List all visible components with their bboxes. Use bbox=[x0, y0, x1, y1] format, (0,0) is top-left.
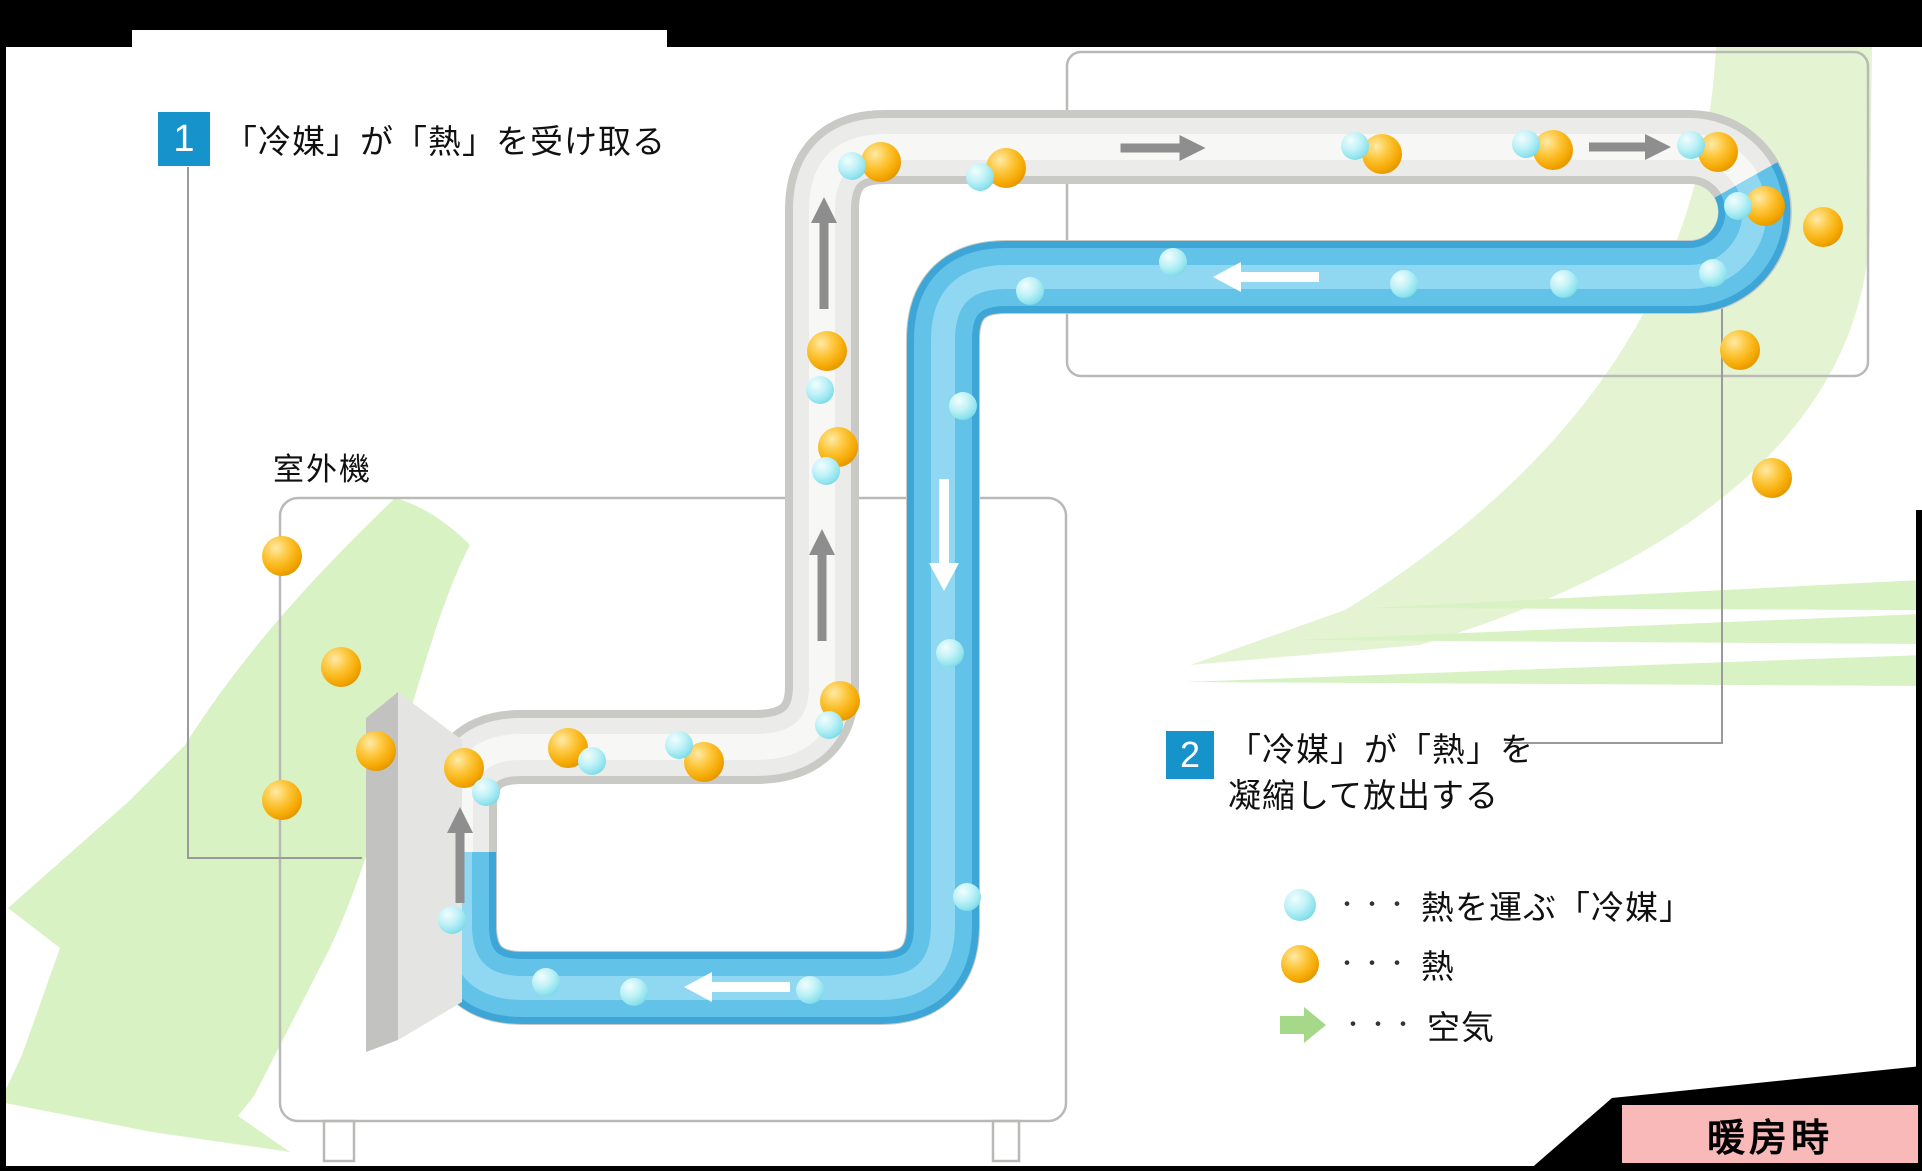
refrigerant-ball bbox=[812, 457, 840, 485]
heat-ball bbox=[262, 780, 302, 820]
heat-ball bbox=[861, 142, 901, 182]
step2-text: 「冷媒」が「熱」を 凝縮して放出する bbox=[1228, 727, 1534, 818]
step1-callout: 1 「冷媒」が「熱」を受け取る bbox=[158, 112, 666, 166]
refrigerant-ball bbox=[953, 883, 981, 911]
step2-number-badge: 2 bbox=[1166, 731, 1214, 779]
legend-dots: ・・・ bbox=[1342, 1012, 1418, 1037]
heat-ball-icon bbox=[1281, 945, 1319, 983]
heat-ball bbox=[1720, 330, 1760, 370]
step1-text: 「冷媒」が「熱」を受け取る bbox=[224, 123, 666, 160]
pipe-blue-highlight bbox=[448, 174, 1767, 1000]
heat-ball bbox=[1533, 130, 1573, 170]
refrigerant-ball bbox=[532, 968, 560, 996]
refrigerant-ball bbox=[472, 778, 500, 806]
flow-arrow-right bbox=[1589, 134, 1671, 160]
air-arrow-icon bbox=[1280, 1007, 1326, 1043]
step1-connector-line bbox=[187, 167, 362, 859]
flow-arrows-layer bbox=[447, 134, 1671, 1002]
refrigerant-ball-icon bbox=[1284, 889, 1316, 921]
refrigerant-ball bbox=[1341, 132, 1369, 160]
refrigerant-ball bbox=[1724, 192, 1752, 220]
flow-arrow-up bbox=[811, 197, 837, 309]
air-stripe-2 bbox=[1295, 614, 1922, 644]
heat-ball bbox=[1362, 134, 1402, 174]
air-swoosh-right bbox=[1190, 47, 1872, 665]
unit-boxes bbox=[278, 50, 1870, 1163]
step2-callout: 2 「冷媒」が「熱」を 凝縮して放出する bbox=[1166, 727, 1534, 818]
refrigerant-ball bbox=[1550, 270, 1578, 298]
heat-ball bbox=[262, 536, 302, 576]
legend-label-air: 空気 bbox=[1427, 1009, 1496, 1046]
refrigerant-ball bbox=[796, 976, 824, 1004]
heat-ball bbox=[986, 148, 1026, 188]
heat-ball bbox=[321, 647, 361, 687]
heat-ball bbox=[444, 748, 484, 788]
refrigerant-ball bbox=[620, 978, 648, 1006]
frame-right-bar bbox=[1916, 510, 1922, 1171]
legend-row-air: ・・・ 空気 bbox=[1278, 1001, 1495, 1049]
flow-arrow-up bbox=[809, 529, 835, 641]
frame-top-notch bbox=[132, 30, 667, 48]
heat-ball bbox=[1698, 132, 1738, 172]
refrigerant-ball bbox=[1699, 259, 1727, 287]
outdoor-unit-foot-right bbox=[991, 1119, 1021, 1163]
heat-ball bbox=[807, 331, 847, 371]
refrigerant-ball bbox=[1016, 277, 1044, 305]
heat-exchanger-plate bbox=[366, 692, 462, 1052]
heat-ball bbox=[548, 728, 588, 768]
indoor-unit-box bbox=[1065, 50, 1870, 378]
step1-number-badge: 1 bbox=[158, 112, 210, 166]
flow-arrow-down bbox=[929, 479, 959, 591]
refrigerant-ball bbox=[949, 392, 977, 420]
heat-ball bbox=[684, 742, 724, 782]
heat-ball bbox=[1745, 186, 1785, 226]
legend-label-heat: 熱 bbox=[1421, 948, 1456, 985]
flow-arrow-right bbox=[1120, 135, 1206, 161]
refrigerant-ball bbox=[838, 152, 866, 180]
legend-label-refrigerant: 熱を運ぶ「冷媒」 bbox=[1421, 889, 1694, 926]
refrigerant-ball bbox=[1512, 130, 1540, 158]
heat-exchanger-plate-face bbox=[398, 692, 462, 1040]
heat-exchanger-plate-side bbox=[366, 692, 398, 1052]
outdoor-unit-label: 室外機 bbox=[273, 452, 372, 487]
refrigerant-ball bbox=[815, 711, 843, 739]
flow-arrow-left bbox=[684, 972, 790, 1002]
refrigerant-ball bbox=[665, 731, 693, 759]
refrigerant-ball bbox=[1677, 131, 1705, 159]
air-stripe-1 bbox=[1368, 580, 1922, 610]
outdoor-unit-foot-left bbox=[322, 1119, 356, 1163]
refrigerant-ball bbox=[1390, 270, 1418, 298]
heat-ball bbox=[1803, 207, 1843, 247]
legend-dots: ・・・ bbox=[1336, 892, 1412, 917]
air-stripe-3 bbox=[1185, 655, 1922, 686]
heat-ball bbox=[818, 427, 858, 467]
frame-bottom-bar bbox=[0, 1166, 1922, 1171]
refrigerant-ball bbox=[936, 639, 964, 667]
mode-badge: 暖房時 bbox=[1622, 1105, 1918, 1163]
step2-connector-line bbox=[1505, 250, 1723, 744]
heat-ball bbox=[1752, 458, 1792, 498]
legend-row-heat: ・・・ 熱 bbox=[1278, 940, 1455, 988]
flow-arrow-up bbox=[447, 807, 473, 903]
heat-ball bbox=[356, 731, 396, 771]
refrigerant-ball bbox=[1159, 248, 1187, 276]
heat-ball bbox=[820, 681, 860, 721]
refrigerant-ball bbox=[966, 163, 994, 191]
refrigerant-ball bbox=[806, 376, 834, 404]
legend-row-refrigerant: ・・・ 熱を運ぶ「冷媒」 bbox=[1278, 881, 1693, 929]
step2-text-line1: 「冷媒」が「熱」を bbox=[1228, 731, 1534, 768]
refrigerant-ball bbox=[438, 906, 466, 934]
frame-left-bar bbox=[0, 47, 6, 1171]
callout-connectors bbox=[187, 167, 1723, 859]
step2-text-line2: 凝縮して放出する bbox=[1228, 776, 1500, 814]
refrigerant-ball bbox=[578, 747, 606, 775]
legend-dots: ・・・ bbox=[1336, 951, 1412, 976]
flow-arrow-left bbox=[1213, 262, 1319, 292]
balls-layer bbox=[262, 130, 1843, 1006]
